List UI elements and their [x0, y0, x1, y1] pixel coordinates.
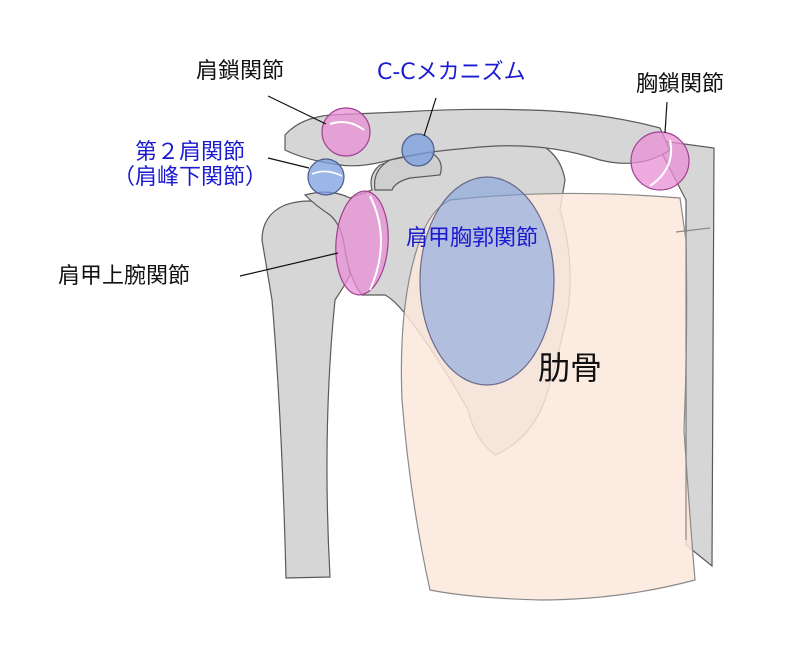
- glenohumeral-leader: [239, 252, 339, 277]
- sternum: [653, 139, 715, 568]
- sc-joint-leader: [664, 101, 668, 134]
- ac-joint-curve: [329, 121, 365, 131]
- second-shoulder-leader: [267, 157, 310, 169]
- scapulothoracic-joint-marker: [419, 176, 555, 386]
- cc-mechanism-leader: [423, 97, 437, 137]
- sc-joint-marker: [630, 131, 690, 191]
- glenohumeral-joint-marker: [335, 190, 389, 296]
- ac-joint-leader: [267, 95, 327, 125]
- label-ribs: 肋骨: [538, 349, 603, 387]
- rib-line: [675, 227, 711, 233]
- clavicle: [284, 108, 671, 167]
- label-second-shoulder-joint-line2: （肩峰下関節）: [112, 165, 267, 191]
- second-shoulder-joint-marker: [307, 158, 345, 196]
- second-shoulder-curve: [311, 170, 343, 177]
- label-second-shoulder-joint: 第２肩関節 （肩峰下関節）: [100, 140, 280, 191]
- cc-mechanism-marker: [401, 133, 435, 167]
- label-cc-mechanism: C-Cメカニズム: [377, 60, 526, 85]
- glenoid-curve: [369, 195, 382, 291]
- sc-joint-curve: [649, 139, 672, 187]
- label-scapulothoracic-joint: 肩甲胸郭関節: [406, 226, 539, 251]
- label-ac-joint: 肩鎖関節: [196, 59, 285, 84]
- ac-joint-marker: [321, 107, 371, 157]
- label-glenohumeral-joint: 肩甲上腕関節: [58, 264, 191, 289]
- label-second-shoulder-joint-line1: 第２肩関節: [134, 140, 245, 165]
- label-sc-joint: 胸鎖関節: [636, 72, 725, 97]
